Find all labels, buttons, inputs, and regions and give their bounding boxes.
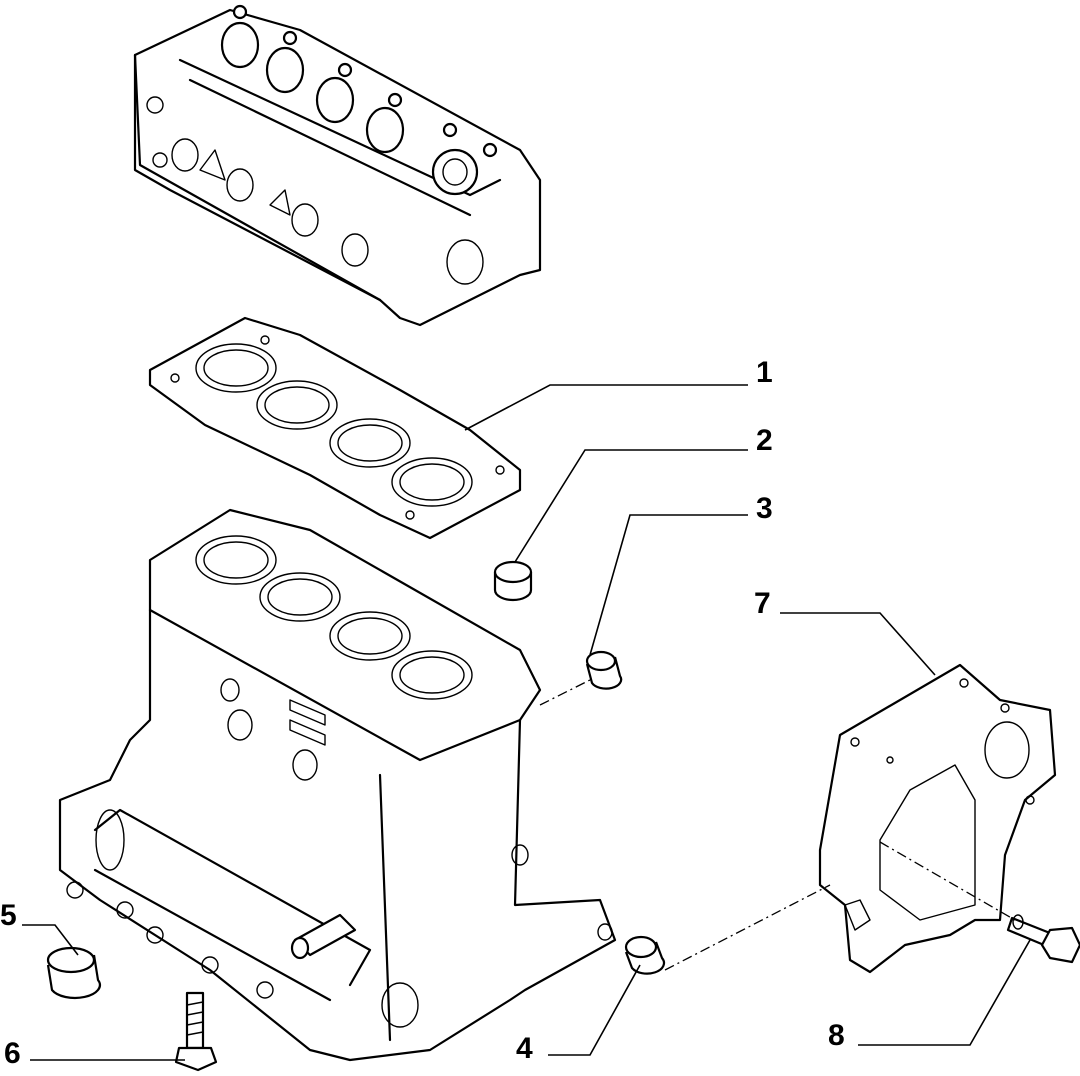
callout-5: 5 [0, 899, 17, 932]
bolt-part-6 [174, 991, 218, 1072]
bushing-part-4 [624, 935, 666, 975]
leader-lines [22, 384, 1031, 1061]
callout-2: 2 [756, 424, 773, 457]
bolt-part-8 [1006, 914, 1080, 964]
bushing-part-5 [46, 946, 101, 1000]
flywheel-cover-plate [818, 663, 1057, 974]
alignment-line-plug [539, 679, 591, 706]
callout-7: 7 [754, 587, 771, 620]
callout-1: 1 [756, 356, 773, 389]
callout-6: 6 [4, 1037, 21, 1070]
callout-8: 8 [828, 1019, 845, 1052]
head-gasket [148, 316, 522, 540]
dowel-sleeve-part-2 [493, 560, 533, 602]
callout-3: 3 [756, 492, 773, 525]
callout-4: 4 [516, 1032, 533, 1065]
alignment-line-bolt [879, 841, 1016, 921]
cylinder-block [58, 508, 617, 1062]
alignment-line-bushing [664, 884, 831, 971]
cylinder-head [133, 4, 542, 327]
plug-part-3 [585, 650, 623, 690]
